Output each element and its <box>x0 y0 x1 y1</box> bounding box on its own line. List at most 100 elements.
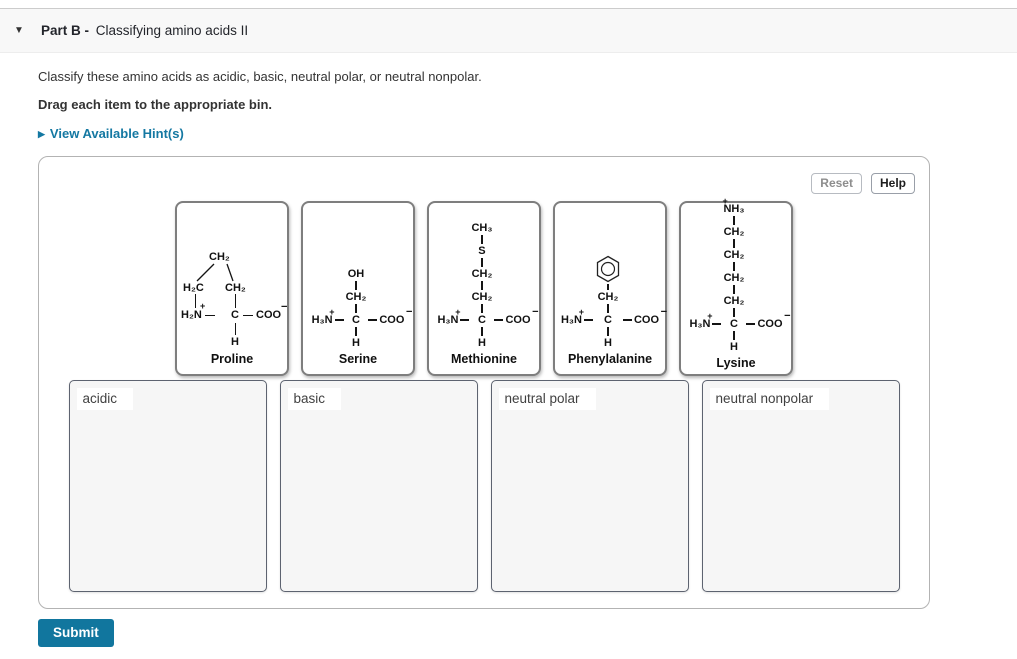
bond-line <box>733 331 735 340</box>
bin-neutral-polar[interactable]: neutral polar <box>490 380 689 592</box>
formula-group: H <box>729 341 738 353</box>
hint-link-label: View Available Hint(s) <box>49 126 184 141</box>
charge-label: + <box>578 307 584 317</box>
card-label: Methionine <box>451 352 517 366</box>
side-chain: CH₂ <box>595 255 621 314</box>
bond-line <box>234 294 236 308</box>
formula-group: OH <box>347 268 365 280</box>
top-spacer <box>0 0 1017 8</box>
bin-label: acidic <box>76 388 134 410</box>
formula-group: H <box>231 336 239 348</box>
card-label: Proline <box>210 352 254 366</box>
formula-group: CH₃ <box>471 222 493 234</box>
charge-label: − <box>660 306 668 318</box>
backbone-right: COO− <box>366 306 413 326</box>
formula-group: + <box>200 301 206 311</box>
charge-label: + <box>707 311 713 321</box>
formula-group: COO− <box>379 306 413 326</box>
formula-group: CH₂ <box>597 291 619 303</box>
bin-basic[interactable]: basic <box>279 380 478 592</box>
bin-label: basic <box>287 388 342 410</box>
formula-group: COO− <box>633 306 668 326</box>
backbone-right: COO− <box>744 310 791 330</box>
formula-group: COO− <box>505 306 539 326</box>
bin-neutral-nonpolar[interactable]: neutral nonpolar <box>701 380 900 592</box>
backbone-left: H₃N+ <box>689 311 723 330</box>
help-button[interactable]: Help <box>870 173 915 194</box>
bond-line <box>622 319 632 321</box>
charge-label: + <box>455 307 461 317</box>
formula-group: H <box>351 337 360 349</box>
backbone-left: H₃N+ <box>437 307 471 326</box>
part-subtitle: Classifying amino acids II <box>95 23 249 38</box>
card-label: Phenylalanine <box>567 352 653 366</box>
bond-line <box>607 304 609 313</box>
bin-acidic[interactable]: acidic <box>68 380 267 592</box>
formula-group: CH₂ <box>209 251 230 263</box>
formula-group: S <box>478 245 486 257</box>
backbone-right: COO− <box>621 306 668 326</box>
charge-label: − <box>784 310 791 322</box>
formula-group: CH₂ <box>345 291 367 303</box>
part-header: ▼ Part B - Classifying amino acids II <box>0 8 1017 53</box>
formula-group: COO <box>256 309 282 321</box>
alpha-hydrogen: H <box>471 326 492 349</box>
formula-group: H₃N+ <box>560 307 584 326</box>
alpha-carbon: C <box>603 314 612 326</box>
bond-line <box>607 327 609 336</box>
charge-label: + <box>329 307 335 317</box>
formula-group: CH₂ <box>723 226 745 238</box>
formula-group: H₃N+ <box>689 311 713 330</box>
drag-instruction-text: Drag each item to the appropriate bin. <box>38 97 273 112</box>
view-hints-link[interactable]: ▶ View Available Hint(s) <box>38 126 1017 141</box>
bond-line <box>712 323 722 325</box>
bond-line <box>355 304 357 313</box>
card-label: Lysine <box>716 356 756 370</box>
bond-line <box>243 315 253 317</box>
bond-line <box>205 315 215 317</box>
hint-arrow-icon: ▶ <box>38 129 45 139</box>
bond-line <box>194 294 196 308</box>
part-label: Part B - <box>41 23 93 38</box>
formula-group: CH₂ <box>723 272 745 284</box>
alpha-carbon: C <box>351 314 360 326</box>
charge-label: − <box>405 306 413 318</box>
bond-line <box>733 262 735 271</box>
bond-line <box>607 284 609 290</box>
alpha-hydrogen: H <box>723 330 744 353</box>
formula-group: COO− <box>757 310 791 330</box>
alpha-carbon: C <box>477 314 486 326</box>
formula-group: CH₂ <box>723 295 745 307</box>
reset-button[interactable]: Reset <box>811 173 862 194</box>
collapse-arrow-icon[interactable]: ▼ <box>14 25 24 36</box>
bond-line <box>733 239 735 248</box>
bond-line <box>746 323 756 325</box>
panel-toolbar: Reset Help <box>811 173 915 194</box>
formula-group: H <box>477 337 486 349</box>
part-title: Part B - Classifying amino acids II <box>41 23 248 38</box>
benzene-ring-icon <box>596 255 620 283</box>
bond-line <box>481 304 483 313</box>
formula-group: NH₃+ <box>722 196 745 215</box>
formula-group: C <box>231 309 239 321</box>
formula-group: CH₂ <box>471 291 493 303</box>
bond-line <box>234 323 236 335</box>
bond-line <box>368 319 378 321</box>
submit-button[interactable]: Submit <box>38 619 114 647</box>
bond-line <box>733 285 735 294</box>
